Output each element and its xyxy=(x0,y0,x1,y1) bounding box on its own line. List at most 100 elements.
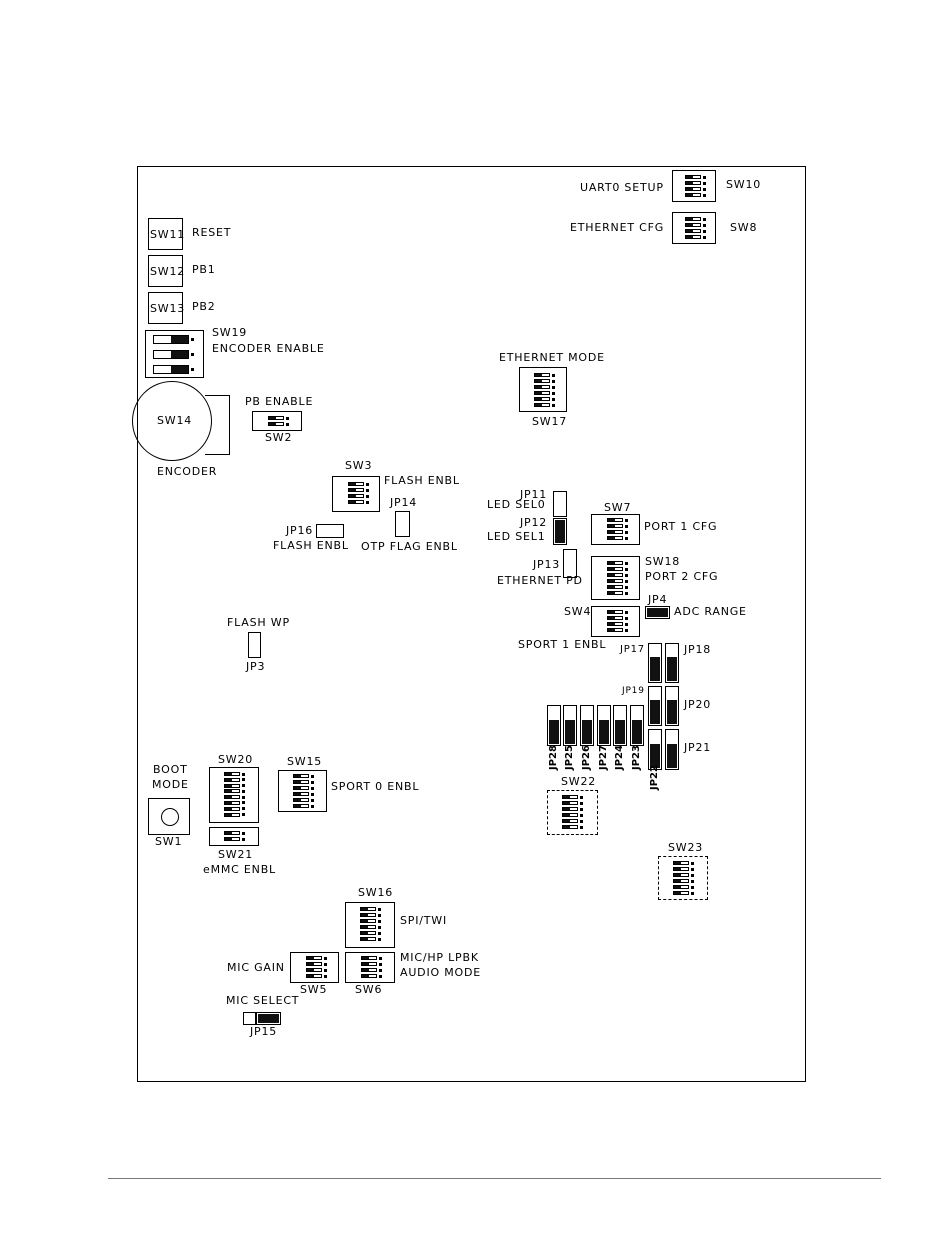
dip-number-mark xyxy=(242,789,245,793)
dip-positions xyxy=(685,217,706,239)
jp28-ref: JP28 xyxy=(548,745,559,770)
sw8-switch xyxy=(672,212,716,244)
dip-position xyxy=(607,530,628,534)
footer-rule xyxy=(108,1178,881,1179)
dip-position xyxy=(607,524,628,528)
dip-slider xyxy=(685,229,701,233)
dip-slider xyxy=(685,181,701,185)
dip-slider xyxy=(293,798,309,802)
dip-slider xyxy=(607,524,623,528)
dip-position xyxy=(607,567,628,571)
dip-number-mark xyxy=(625,524,628,528)
dip-slider xyxy=(361,956,377,960)
dip-slider xyxy=(685,235,701,239)
dip-slider xyxy=(360,907,376,911)
sw11-button: SW11 xyxy=(148,218,184,250)
dip-position xyxy=(562,795,583,799)
dip-slider xyxy=(293,786,309,790)
dip-slider xyxy=(607,628,623,632)
dip-slider xyxy=(153,350,189,359)
dip-position xyxy=(673,867,694,871)
dip-slider xyxy=(348,488,364,492)
dip-positions xyxy=(562,795,583,829)
dip-positions xyxy=(153,335,194,374)
sw23-ref: SW23 xyxy=(668,841,704,854)
dip-position xyxy=(607,573,628,577)
dip-number-mark xyxy=(366,488,369,492)
dip-position xyxy=(224,777,245,782)
dip-slider xyxy=(153,365,189,374)
dip-number-mark xyxy=(580,813,583,817)
dip-number-mark xyxy=(580,801,583,805)
dip-number-mark xyxy=(242,807,245,811)
dip-number-mark xyxy=(625,610,628,614)
dip-position xyxy=(685,181,706,185)
sw20-ref: SW20 xyxy=(218,753,254,766)
sw14-ref: SW14 xyxy=(157,414,193,427)
dip-number-mark xyxy=(552,397,555,401)
dip-slider xyxy=(607,591,623,595)
dip-positions xyxy=(293,774,314,808)
dip-number-mark xyxy=(625,579,628,583)
dip-number-mark xyxy=(552,373,555,377)
jp22-ref: JP22 xyxy=(649,765,660,790)
sw1-label-line2: MODE xyxy=(152,778,189,791)
dip-position xyxy=(361,962,382,966)
sw10-switch xyxy=(672,170,716,202)
jp3-label: FLASH WP xyxy=(227,616,290,629)
sw19-switch xyxy=(145,330,204,378)
jp13-jumper xyxy=(563,549,577,578)
dip-slider xyxy=(293,774,309,778)
dip-number-mark xyxy=(580,825,583,829)
sw7-switch xyxy=(591,514,640,545)
dip-slider xyxy=(360,937,376,941)
jp25-ref: JP25 xyxy=(564,745,575,770)
dip-slider xyxy=(268,416,284,420)
dip-position xyxy=(607,585,628,589)
dip-number-mark xyxy=(691,879,694,883)
dip-position xyxy=(673,879,694,883)
dip-positions xyxy=(306,956,327,978)
dip-position xyxy=(293,792,314,796)
sw10-label: UART0 SETUP xyxy=(580,181,664,194)
dip-position xyxy=(293,786,314,790)
dip-number-mark xyxy=(311,804,314,808)
dip-number-mark xyxy=(286,416,289,420)
sw6-label-line1: MIC/HP LPBK xyxy=(400,951,479,964)
dip-position xyxy=(685,217,706,221)
sw7-ref: SW7 xyxy=(604,501,632,514)
dip-position xyxy=(293,780,314,784)
dip-slider xyxy=(562,807,578,811)
dip-positions xyxy=(348,482,369,504)
dip-slider xyxy=(306,968,322,972)
dip-slider xyxy=(348,500,364,504)
dip-number-mark xyxy=(242,801,245,805)
jp12-ref: JP12 xyxy=(520,516,548,529)
sw22-switch xyxy=(547,790,598,835)
dip-slider xyxy=(224,789,240,794)
jp27-jumper xyxy=(597,705,611,746)
dip-position xyxy=(224,772,245,776)
dip-number-mark xyxy=(625,628,628,632)
jp13-ref: JP13 xyxy=(533,558,561,571)
dip-position xyxy=(562,801,583,805)
dip-number-mark xyxy=(691,867,694,871)
dip-positions xyxy=(607,610,628,632)
dip-slider xyxy=(348,482,364,486)
dip-number-mark xyxy=(691,885,694,889)
dip-slider xyxy=(534,397,550,401)
sw19-ref: SW19 xyxy=(212,326,248,339)
sw23-switch xyxy=(658,856,708,900)
dip-number-mark xyxy=(242,795,245,799)
dip-positions xyxy=(360,907,381,941)
sw22-ref: SW22 xyxy=(561,775,597,788)
dip-slider xyxy=(607,518,623,522)
jp16-ref: JP16 xyxy=(286,524,314,537)
sw5-ref: SW5 xyxy=(300,983,328,996)
dip-number-mark xyxy=(191,353,194,356)
dip-number-mark xyxy=(366,482,369,486)
dip-position xyxy=(293,798,314,802)
dip-number-mark xyxy=(286,422,289,426)
dip-slider xyxy=(534,391,550,395)
jp19-ref: JP19 xyxy=(622,686,645,696)
